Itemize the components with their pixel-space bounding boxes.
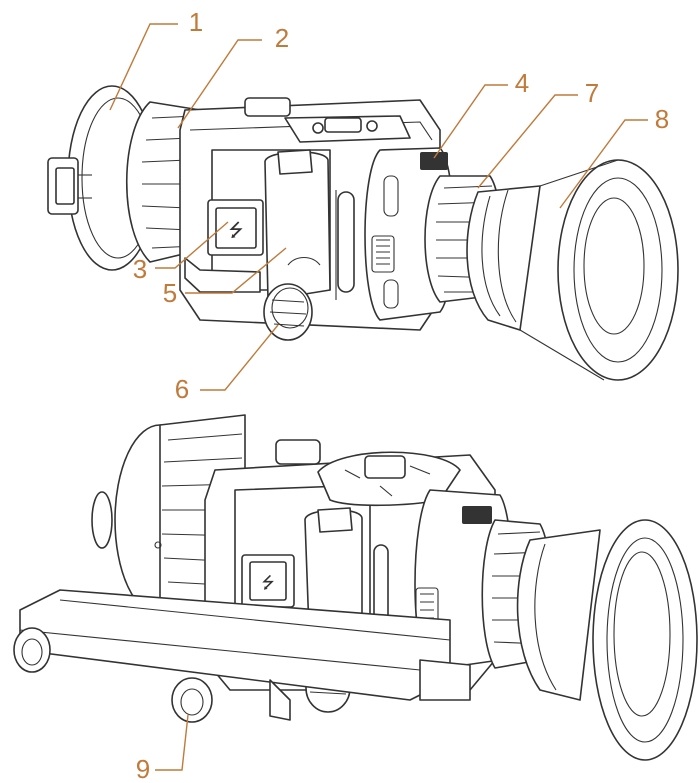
leader-line-1 [109, 23, 178, 111]
device-bottom-view: ⭍ [13, 414, 698, 761]
rail-mount [13, 589, 471, 723]
callout-2: 2 [275, 23, 289, 53]
usb-icon: ⭍ [261, 573, 274, 592]
leader-line-4 [433, 84, 508, 159]
callout-6: 6 [175, 374, 189, 404]
callout-4: 4 [515, 68, 529, 98]
eyecup [466, 159, 679, 381]
rail-clamp-nut [171, 677, 213, 723]
usb-port: ⭍ [207, 199, 264, 256]
leader-line-3 [155, 221, 229, 269]
leader-line-7 [477, 94, 578, 189]
callout-1: 1 [189, 7, 203, 37]
callout-3: 3 [133, 254, 147, 284]
battery-cover [264, 149, 355, 301]
leader-line-6 [200, 324, 279, 391]
callout-8: 8 [655, 104, 669, 134]
leader-line-8 [559, 119, 648, 209]
callout-7: 7 [585, 78, 599, 108]
callout-9: 9 [136, 754, 150, 783]
callouts: 1 2 4 7 8 3 5 6 9 [109, 7, 669, 783]
eyepiece-lower [414, 489, 698, 761]
function-button-4 [420, 152, 448, 170]
leader-line-9 [155, 714, 189, 771]
leader-line-2 [177, 39, 262, 129]
usb-icon: ⭍ [229, 220, 244, 241]
leader-line-5 [185, 247, 287, 294]
locking-knob [263, 283, 313, 341]
device-top-view: ⭍ [47, 85, 679, 381]
callout-5: 5 [163, 278, 177, 308]
